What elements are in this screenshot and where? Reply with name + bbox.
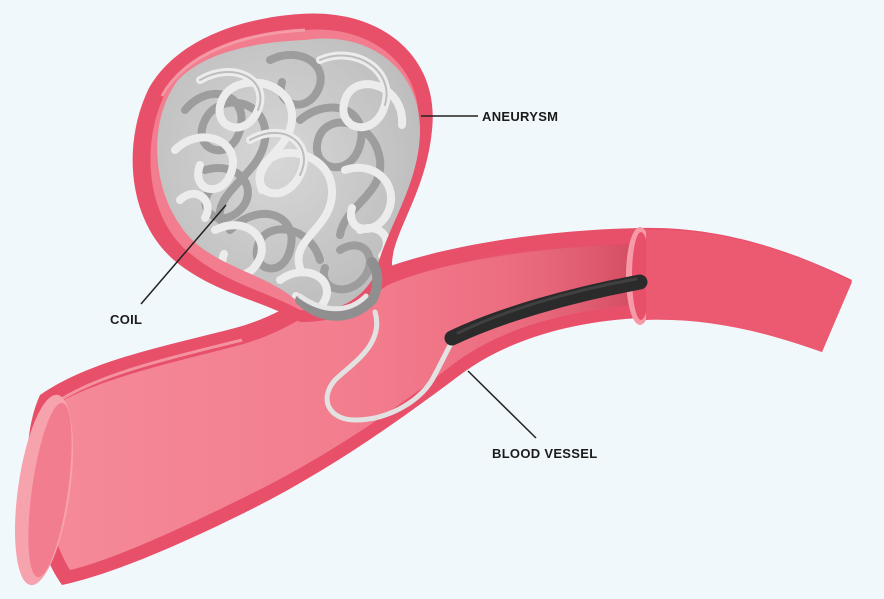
catheter	[444, 274, 648, 346]
aneurysm-wall-highlight	[160, 28, 306, 97]
callout-coil: COIL	[110, 204, 227, 327]
delivery-wire	[324, 309, 455, 423]
leader-line-blood-vessel	[467, 370, 537, 439]
callout-aneurysm: ANEURYSM	[421, 109, 558, 124]
catheter-highlight	[456, 277, 638, 335]
label-blood-vessel: BLOOD VESSEL	[492, 446, 597, 461]
label-coil: COIL	[110, 312, 142, 327]
coil-neck	[295, 257, 383, 321]
vessel-wall-highlight	[59, 338, 243, 402]
label-aneurysm: ANEURYSM	[482, 109, 558, 124]
coil-strands-edge	[199, 54, 388, 176]
blood-vessel	[14, 227, 853, 586]
leader-line-coil	[140, 204, 227, 305]
callout-blood-vessel: BLOOD VESSEL	[467, 370, 597, 461]
vessel-left-opening-inner	[28, 402, 72, 578]
coil-neck-highlight	[297, 293, 369, 312]
coil	[157, 38, 420, 310]
vessel-right-segment	[646, 229, 852, 352]
